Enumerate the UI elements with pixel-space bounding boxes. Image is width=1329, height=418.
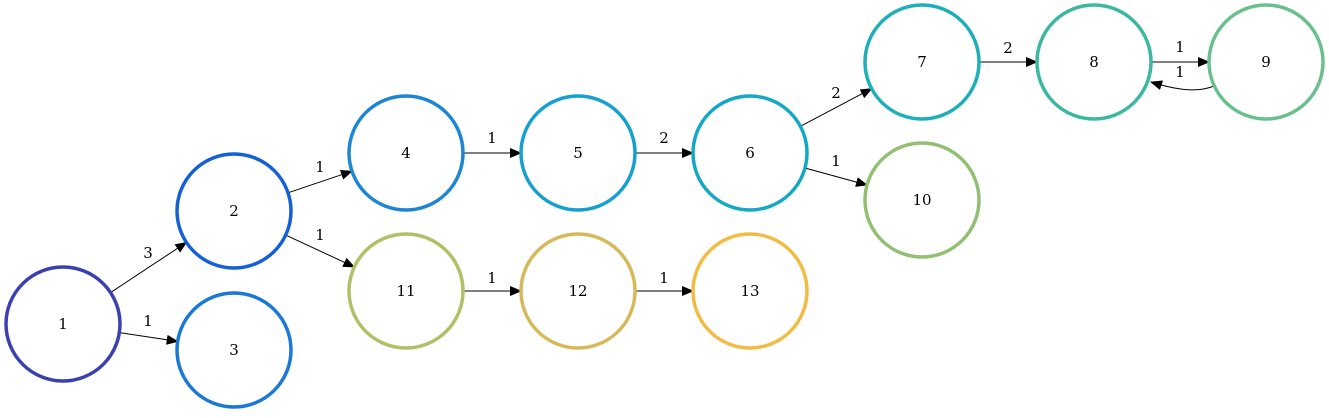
node-label-11: 11 [396,282,415,300]
edge-label-9-to-8: 1 [1175,63,1185,81]
node-label-5: 5 [573,144,583,162]
node-circle-7 [863,3,981,121]
edge-label-6-to-7: 2 [831,84,841,102]
edge-2-to-4 [287,169,353,194]
node-circle-3 [175,291,293,409]
node-circle-11 [347,232,465,350]
node-circle-6 [691,94,809,212]
node-label-10: 10 [912,191,931,209]
edge-6-to-7 [800,88,873,127]
node-label-8: 8 [1089,53,1099,71]
edge-label-4-to-5: 1 [487,129,497,147]
edge-6-to-10 [804,167,868,187]
edge-9-to-8 [1150,80,1215,91]
node-5: 5 [519,94,637,212]
edge-label-2-to-11: 1 [315,226,325,244]
node-label-6: 6 [745,144,755,162]
edge-1-to-2 [110,241,188,293]
edge-2-to-11 [285,234,356,268]
node-circle-5 [519,94,637,212]
node-6: 6 [691,94,809,212]
node-13: 13 [691,232,809,350]
node-10: 10 [863,141,981,259]
node-label-13: 13 [740,282,759,300]
node-label-1: 1 [58,315,68,333]
node-label-9: 9 [1261,53,1271,71]
edge-label-12-to-13: 1 [659,269,669,287]
node-label-2: 2 [229,202,239,220]
node-2: 2 [175,152,293,270]
node-7: 7 [863,3,981,121]
node-1: 1 [4,265,122,383]
node-4: 4 [347,94,465,212]
edge-label-8-to-9: 1 [1175,38,1185,56]
node-label-12: 12 [568,282,587,300]
node-11: 11 [347,232,465,350]
node-circle-8 [1035,3,1153,121]
node-12: 12 [519,232,637,350]
node-label-4: 4 [401,144,411,162]
node-circle-1 [4,265,122,383]
node-label-3: 3 [229,341,239,359]
node-circle-2 [175,152,293,270]
node-circle-10 [863,141,981,259]
edge-label-2-to-4: 1 [315,158,325,176]
edge-label-1-to-3: 1 [143,312,153,330]
node-circle-4 [347,94,465,212]
edge-label-6-to-10: 1 [831,152,841,170]
edge-label-7-to-8: 2 [1003,39,1013,57]
node-3: 3 [175,291,293,409]
node-8: 8 [1035,3,1153,121]
edge-label-1-to-2: 3 [143,244,153,262]
node-label-7: 7 [917,53,927,71]
edge-1-to-3 [119,332,179,345]
node-circle-12 [519,232,637,350]
node-circle-13 [691,232,809,350]
node-circle-9 [1207,3,1325,121]
node-9: 9 [1207,3,1325,121]
edge-label-11-to-12: 1 [487,269,497,287]
edge-label-5-to-6: 2 [659,129,669,147]
